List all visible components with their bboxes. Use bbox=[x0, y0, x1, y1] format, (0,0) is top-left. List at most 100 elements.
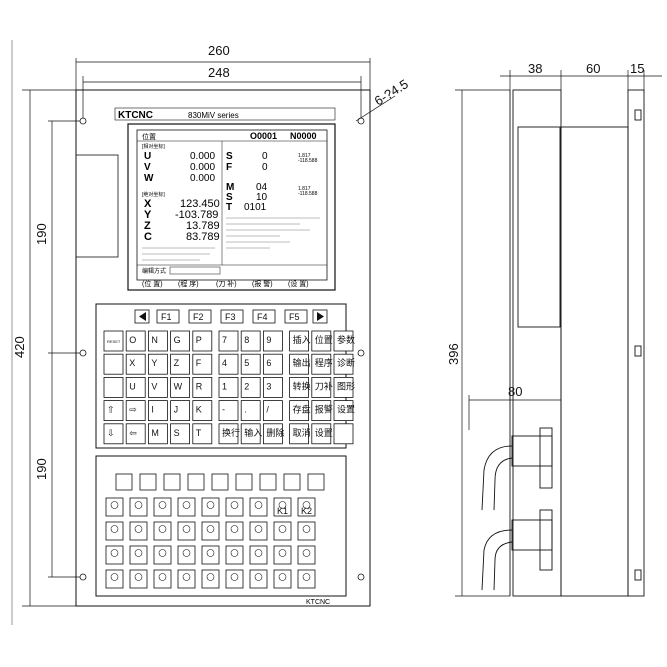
machine-key-r3-c6[interactable] bbox=[249, 569, 268, 589]
mode-key-5[interactable] bbox=[235, 473, 253, 491]
key-r2-c6[interactable] bbox=[240, 376, 261, 398]
machine-key-r3-c7[interactable] bbox=[273, 569, 292, 589]
key-r0-c6[interactable] bbox=[240, 330, 261, 352]
key-r4-c10[interactable] bbox=[333, 423, 354, 445]
key-r0-c4[interactable] bbox=[192, 330, 213, 352]
key-r1-c4[interactable] bbox=[192, 353, 213, 375]
key-r0-c8[interactable] bbox=[289, 330, 310, 352]
key-r1-c10[interactable] bbox=[333, 353, 354, 375]
key-r4-c2[interactable] bbox=[147, 423, 168, 445]
machine-key-r0-c1[interactable] bbox=[129, 497, 148, 517]
key-r4-c7[interactable] bbox=[262, 423, 283, 445]
key-r2-c0[interactable] bbox=[103, 376, 124, 398]
key-r3-c4[interactable] bbox=[192, 400, 213, 422]
key-r1-c2[interactable] bbox=[147, 353, 168, 375]
key-r1-c3[interactable] bbox=[170, 353, 191, 375]
key-r1-c8[interactable] bbox=[289, 353, 310, 375]
key-r2-c1[interactable] bbox=[125, 376, 146, 398]
key-r4-c0[interactable] bbox=[103, 423, 124, 445]
key-r4-c6[interactable] bbox=[240, 423, 261, 445]
machine-key-r0-c3[interactable] bbox=[177, 497, 196, 517]
machine-key-r0-c0[interactable] bbox=[105, 497, 124, 517]
machine-key-r0-c8[interactable] bbox=[297, 497, 316, 517]
machine-key-r2-c7[interactable] bbox=[273, 545, 292, 565]
machine-key-r3-c2[interactable] bbox=[153, 569, 172, 589]
key-r3-c5[interactable] bbox=[218, 400, 239, 422]
machine-key-r1-c8[interactable] bbox=[297, 521, 316, 541]
machine-key-r2-c5[interactable] bbox=[225, 545, 244, 565]
softkey-5[interactable]: (设 置) bbox=[288, 279, 309, 288]
key-r4-c4[interactable] bbox=[192, 423, 213, 445]
key-r0-c1[interactable] bbox=[125, 330, 146, 352]
mode-key-0[interactable] bbox=[115, 473, 133, 491]
machine-key-r3-c1[interactable] bbox=[129, 569, 148, 589]
key-r1-c5[interactable] bbox=[218, 353, 239, 375]
machine-key-r1-c1[interactable] bbox=[129, 521, 148, 541]
machine-key-r0-c5[interactable] bbox=[225, 497, 244, 517]
key-r1-c9[interactable] bbox=[311, 353, 332, 375]
machine-key-r3-c0[interactable] bbox=[105, 569, 124, 589]
machine-key-r3-c5[interactable] bbox=[225, 569, 244, 589]
machine-key-r3-c3[interactable] bbox=[177, 569, 196, 589]
machine-key-r3-c4[interactable] bbox=[201, 569, 220, 589]
machine-key-r0-c4[interactable] bbox=[201, 497, 220, 517]
mode-key-8[interactable] bbox=[307, 473, 325, 491]
machine-key-r1-c2[interactable] bbox=[153, 521, 172, 541]
key-r3-c2[interactable] bbox=[147, 400, 168, 422]
key-r3-c1[interactable] bbox=[125, 400, 146, 422]
mode-key-4[interactable] bbox=[211, 473, 229, 491]
softkey-1[interactable]: (位 置) bbox=[142, 279, 163, 288]
key-r2-c10[interactable] bbox=[333, 376, 354, 398]
key-r2-c3[interactable] bbox=[170, 376, 191, 398]
key-r3-c0[interactable] bbox=[103, 400, 124, 422]
machine-key-r2-c8[interactable] bbox=[297, 545, 316, 565]
machine-key-r1-c3[interactable] bbox=[177, 521, 196, 541]
key-r4-c3[interactable] bbox=[170, 423, 191, 445]
key-r0-c0[interactable] bbox=[103, 330, 124, 352]
softkey-4[interactable]: (报 警) bbox=[252, 279, 273, 288]
key-r0-c2[interactable] bbox=[147, 330, 168, 352]
machine-key-r3-c8[interactable] bbox=[297, 569, 316, 589]
machine-key-r2-c1[interactable] bbox=[129, 545, 148, 565]
key-r1-c7[interactable] bbox=[262, 353, 283, 375]
key-r2-c2[interactable] bbox=[147, 376, 168, 398]
f1-key[interactable] bbox=[156, 309, 180, 324]
key-r4-c1[interactable] bbox=[125, 423, 146, 445]
key-r0-c7[interactable] bbox=[262, 330, 283, 352]
key-r3-c6[interactable] bbox=[240, 400, 261, 422]
key-r2-c5[interactable] bbox=[218, 376, 239, 398]
f5-key[interactable] bbox=[284, 309, 308, 324]
key-r4-c9[interactable] bbox=[311, 423, 332, 445]
key-r1-c6[interactable] bbox=[240, 353, 261, 375]
mode-key-1[interactable] bbox=[139, 473, 157, 491]
key-r3-c7[interactable] bbox=[262, 400, 283, 422]
machine-key-r0-c2[interactable] bbox=[153, 497, 172, 517]
key-r2-c9[interactable] bbox=[311, 376, 332, 398]
softkey-3[interactable]: (刀 补) bbox=[216, 279, 237, 288]
mode-key-3[interactable] bbox=[187, 473, 205, 491]
mode-key-7[interactable] bbox=[283, 473, 301, 491]
key-r0-c10[interactable] bbox=[333, 330, 354, 352]
machine-key-r1-c6[interactable] bbox=[249, 521, 268, 541]
machine-key-r2-c2[interactable] bbox=[153, 545, 172, 565]
key-r2-c7[interactable] bbox=[262, 376, 283, 398]
mode-key-2[interactable] bbox=[163, 473, 181, 491]
machine-key-r0-c6[interactable] bbox=[249, 497, 268, 517]
key-r1-c0[interactable] bbox=[103, 353, 124, 375]
machine-key-r2-c0[interactable] bbox=[105, 545, 124, 565]
key-r3-c8[interactable] bbox=[289, 400, 310, 422]
machine-key-r2-c6[interactable] bbox=[249, 545, 268, 565]
key-r2-c8[interactable] bbox=[289, 376, 310, 398]
key-r0-c5[interactable] bbox=[218, 330, 239, 352]
machine-key-r1-c4[interactable] bbox=[201, 521, 220, 541]
key-r4-c8[interactable] bbox=[289, 423, 310, 445]
f3-key[interactable] bbox=[220, 309, 244, 324]
key-r3-c10[interactable] bbox=[333, 400, 354, 422]
softkey-2[interactable]: (程 序) bbox=[178, 279, 199, 288]
mode-key-6[interactable] bbox=[259, 473, 277, 491]
key-r2-c4[interactable] bbox=[192, 376, 213, 398]
f4-key[interactable] bbox=[252, 309, 276, 324]
machine-key-r1-c7[interactable] bbox=[273, 521, 292, 541]
key-r1-c1[interactable] bbox=[125, 353, 146, 375]
machine-key-r1-c0[interactable] bbox=[105, 521, 124, 541]
